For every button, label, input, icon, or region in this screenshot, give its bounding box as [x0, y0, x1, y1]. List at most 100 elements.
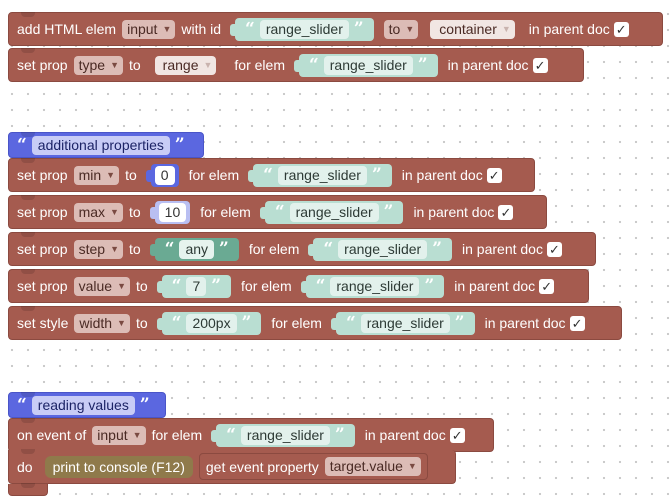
value-text-field[interactable]: 200px	[186, 313, 237, 333]
parent-doc-checkbox[interactable]: ✓	[613, 21, 629, 37]
open-quote-icon: “	[315, 276, 326, 296]
dropdown-value: value	[78, 277, 113, 294]
event-block-footer	[8, 483, 48, 496]
comment-block[interactable]: “ additional properties ”	[8, 132, 204, 158]
number-block[interactable]: 0	[145, 163, 179, 187]
prop-dropdown[interactable]: max ▼	[73, 202, 123, 222]
block-label: set style	[17, 315, 69, 331]
comment-text[interactable]: additional properties	[31, 135, 170, 155]
block-label: set prop	[17, 278, 68, 294]
elem-text-field[interactable]: range_slider	[360, 313, 450, 333]
block-label: in parent doc	[484, 315, 566, 331]
prop-dropdown[interactable]: min▼	[73, 165, 120, 185]
number-block[interactable]: 10	[149, 200, 191, 224]
close-quote-icon: ”	[353, 19, 364, 39]
parent-doc-checkbox[interactable]: ✓	[546, 241, 562, 257]
block-label: for elem	[200, 204, 251, 220]
do-block[interactable]: do print to console (F12) get event prop…	[8, 449, 456, 484]
property-dropdown[interactable]: target.value▼	[324, 457, 421, 476]
set-prop-step-block[interactable]: set prop step▼ to “ any ” for elem “ ran…	[8, 232, 596, 266]
open-quote-icon: “	[345, 313, 356, 333]
dropdown-value: width	[79, 314, 113, 331]
dropdown-caret-icon: ▼	[110, 206, 119, 217]
number-field[interactable]: 10	[158, 202, 187, 222]
block-label: to	[125, 167, 137, 183]
print-label: print to console (F12)	[52, 458, 185, 475]
open-quote-icon: “	[263, 165, 273, 185]
id-text-field[interactable]: range_slider	[259, 19, 349, 39]
block-label: with id	[181, 21, 222, 37]
elem-text-field[interactable]: range_slider	[289, 202, 379, 222]
parent-doc-checkbox[interactable]: ✓	[532, 57, 548, 73]
add-html-elem-block[interactable]: add HTML elem input▼ with id “ range_sli…	[8, 12, 663, 46]
close-quote-icon: ”	[211, 276, 222, 296]
set-style-width-block[interactable]: set style width▼ to “ 200px ” for elem “…	[8, 306, 622, 340]
open-quote-icon: “	[308, 55, 319, 75]
open-quote-icon: “	[17, 135, 27, 155]
string-block[interactable]: “ range_slider ”	[259, 200, 404, 224]
string-block[interactable]: “ any ”	[149, 237, 239, 261]
set-prop-min-block[interactable]: set prop min▼ to 0 for elem “ range_slid…	[8, 158, 535, 192]
get-event-property-block[interactable]: get event property target.value▼	[198, 453, 428, 480]
string-block[interactable]: “ 200px ”	[156, 311, 262, 335]
dropdown-caret-icon: ▼	[117, 280, 126, 291]
elem-text-field[interactable]: range_slider	[240, 425, 330, 445]
event-dropdown[interactable]: input ▼	[92, 425, 146, 445]
value-text-field[interactable]: any	[179, 239, 215, 259]
prop-dropdown[interactable]: width▼	[74, 313, 130, 333]
set-prop-max-block[interactable]: set prop max▼ to 10 for elem “ range_sli…	[8, 195, 547, 229]
dropdown-value: input	[97, 426, 128, 443]
print-console-block[interactable]: print to console (F12)	[44, 455, 193, 478]
parent-doc-checkbox[interactable]: ✓	[486, 167, 502, 183]
dropdown-value: target.value	[329, 458, 403, 474]
set-prop-type-block[interactable]: set prop type▼ to range▼ for elem “ rang…	[8, 48, 584, 82]
string-block[interactable]: “ range_slider ”	[248, 163, 392, 187]
string-block[interactable]: “ 7 ”	[156, 274, 232, 298]
elem-type-dropdown[interactable]: input▼	[122, 19, 176, 39]
dropdown-caret-icon: ▼	[405, 23, 415, 34]
value-text-field[interactable]: 7	[186, 276, 207, 296]
prop-dropdown[interactable]: value ▼	[73, 276, 130, 296]
block-label: in parent doc	[413, 204, 495, 220]
on-event-block[interactable]: on event of input▼ for elem “ range_slid…	[8, 418, 494, 452]
dropdown-caret-icon: ▼	[162, 23, 172, 34]
string-block[interactable]: “ range_slider ”	[300, 274, 445, 298]
parent-doc-checkbox[interactable]: ✓	[569, 315, 585, 331]
dropdown-caret-icon: ▼	[110, 243, 119, 254]
elem-text-field[interactable]: range_slider	[277, 165, 367, 185]
block-label: for elem	[248, 241, 300, 257]
dropdown-value: container	[439, 20, 497, 37]
prop-dropdown[interactable]: type ▼	[73, 55, 123, 75]
open-quote-icon: “	[245, 19, 255, 39]
parent-doc-checkbox[interactable]: ✓	[498, 204, 514, 220]
block-label: to	[128, 204, 141, 220]
position-dropdown[interactable]: to▼	[383, 19, 419, 39]
string-block[interactable]: “ range_slider ”	[293, 53, 438, 77]
dropdown-caret-icon: ▼	[132, 429, 142, 440]
string-block[interactable]: “ range_slider ”	[330, 311, 475, 335]
close-quote-icon: ”	[454, 313, 465, 333]
comment-block[interactable]: “ reading values ”	[8, 392, 166, 418]
value-dropdown[interactable]: range▼	[154, 55, 217, 75]
dropdown-value: type	[78, 56, 106, 73]
dropdown-value: max	[78, 203, 106, 220]
parent-doc-checkbox[interactable]: ✓	[539, 278, 555, 294]
string-block[interactable]: “ range_slider ”	[230, 17, 374, 41]
number-field[interactable]: 0	[154, 165, 175, 185]
parent-doc-checkbox[interactable]: ✓	[449, 427, 465, 443]
close-quote-icon: ”	[219, 239, 229, 259]
block-label: in parent doc	[454, 278, 536, 294]
elem-text-field[interactable]: range_slider	[338, 239, 428, 259]
elem-text-field[interactable]: range_slider	[330, 276, 420, 296]
string-block[interactable]: “ range_slider ”	[308, 237, 453, 261]
prop-dropdown[interactable]: step ▼	[73, 239, 123, 259]
target-dropdown[interactable]: container ▼	[430, 19, 515, 39]
set-prop-value-block[interactable]: set prop value▼ to “ 7 ” for elem “ rang…	[8, 269, 589, 303]
comment-text[interactable]: reading values	[31, 395, 135, 415]
dropdown-value: step	[78, 240, 106, 257]
elem-text-field[interactable]: range_slider	[323, 55, 413, 75]
string-block[interactable]: “ range_slider ”	[211, 423, 355, 447]
dropdown-caret-icon: ▼	[501, 23, 511, 34]
dropdown-caret-icon: ▼	[110, 59, 119, 70]
do-label: do	[17, 458, 33, 475]
